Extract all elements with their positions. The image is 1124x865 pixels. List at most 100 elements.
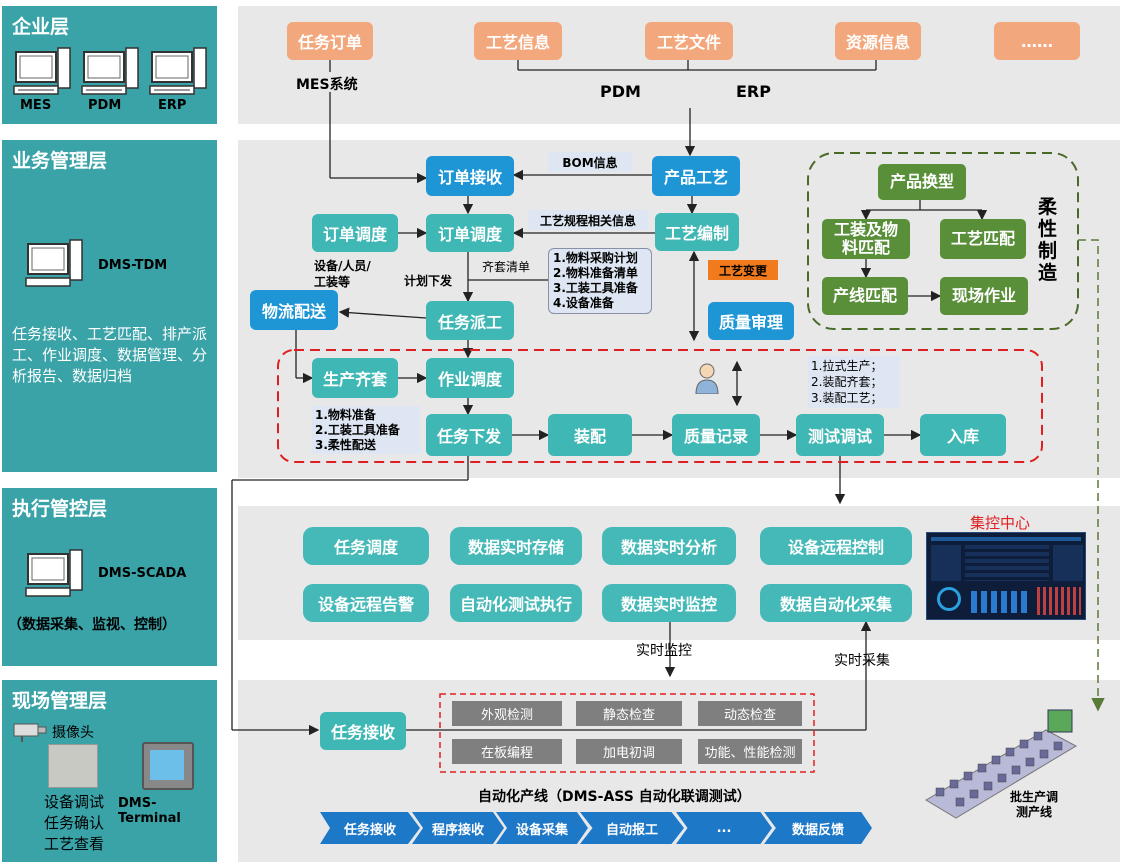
- check-appearance: 外观检测: [452, 701, 562, 726]
- computer-icon: [81, 47, 139, 95]
- order-dispatch-box: 订单调度: [426, 214, 514, 252]
- chevron-more: ...: [676, 812, 772, 844]
- line-match-box: 产线匹配: [822, 277, 908, 315]
- process-file-box: 工艺文件: [645, 22, 733, 60]
- enterprise-layer-title: 企业层: [12, 16, 70, 38]
- product-process-box: 产品工艺: [652, 156, 740, 196]
- flexible-title: 柔 性 制 造: [1038, 196, 1058, 284]
- computer-icon: [25, 239, 83, 287]
- exec-auto-collect: 数据自动化采集: [760, 584, 912, 622]
- scada-label: DMS-SCADA: [98, 566, 187, 581]
- logistics-box: 物流配送: [250, 290, 338, 330]
- pull-note: 1.拉式生产； 2.装配齐套； 3.装配工艺；: [808, 356, 900, 408]
- task-order-box: 任务订单: [287, 22, 373, 60]
- business-desc: 任务接收、工艺匹配、排产派工、作业调度、数据管理、分析报告、数据归档: [12, 325, 208, 385]
- more-box: ……: [994, 22, 1080, 60]
- product-change-box: 产品换型: [878, 164, 966, 200]
- business-layer-panel: 业务管理层 DMS-TDM 任务接收、工艺匹配、排产派工、作业调度、数据管理、分…: [2, 140, 217, 472]
- site-work-box: 现场作业: [940, 277, 1028, 315]
- terminal-label: DMS-Terminal: [118, 796, 181, 826]
- erp-pc: ERP: [148, 46, 208, 116]
- execution-layer-title: 执行管控层: [12, 498, 108, 520]
- flow-test-debug: 测试调试: [796, 414, 884, 456]
- chevron-data-feedback: 数据反馈: [764, 812, 872, 844]
- monitor-label: 实时监控: [636, 643, 692, 659]
- chevron-auto-report: 自动报工: [580, 812, 684, 844]
- mes-pc: MES: [12, 46, 72, 116]
- flow-task-issue: 任务下发: [426, 414, 512, 456]
- exec-remote-control: 设备远程控制: [760, 527, 912, 565]
- site-layer-title: 现场管理层: [12, 690, 108, 712]
- check-dynamic: 动态检查: [698, 701, 802, 726]
- order-receive-box: 订单接收: [426, 156, 514, 196]
- tooling-match-box: 工装及物 料匹配: [822, 219, 910, 259]
- line-title: 自动化产线（DMS-ASS 自动化联调测试）: [478, 789, 751, 805]
- pdm-pc-label: PDM: [88, 98, 122, 113]
- flow-quality-record: 质量记录: [672, 414, 760, 456]
- pdm-pc: PDM: [80, 46, 140, 116]
- process-info-box: 工艺信息: [474, 22, 562, 60]
- check-function: 功能、性能检测: [698, 739, 802, 764]
- process-edit-box: 工艺编制: [655, 213, 739, 251]
- collect-label: 实时采集: [834, 653, 890, 669]
- computer-icon: [25, 549, 83, 597]
- chevron-task-receive: 任务接收: [320, 812, 420, 844]
- business-layer-title: 业务管理层: [12, 150, 108, 172]
- quality-review-box: 质量审理: [708, 302, 794, 340]
- mes-system-label: MES系统: [296, 77, 358, 93]
- erp-pc-label: ERP: [158, 98, 187, 113]
- prod-kit-box: 生产齐套: [312, 358, 398, 398]
- check-onboard-program: 在板编程: [452, 739, 562, 764]
- plan-label: 计划下发: [404, 274, 453, 288]
- process-rule-note: 工艺规程相关信息: [528, 210, 648, 230]
- terminal-device: [142, 742, 194, 790]
- process-match-box: 工艺匹配: [940, 219, 1026, 259]
- resource-info-box: 资源信息: [835, 22, 921, 60]
- site-layer-panel: 现场管理层 摄像头 DMS-Terminal 设备调试 任务确认 工艺查看: [2, 680, 217, 862]
- site-desc: 设备调试 任务确认 工艺查看: [44, 793, 105, 853]
- control-center-screen: [926, 532, 1086, 620]
- scada-pc: [24, 548, 84, 603]
- order-dispatch-left-box: 订单调度: [312, 214, 398, 252]
- chevron-device-collect: 设备采集: [496, 812, 588, 844]
- resource-label: 设备/人员/ 工装等: [314, 259, 371, 289]
- exec-remote-alarm: 设备远程告警: [303, 584, 429, 622]
- process-change-tag: 工艺变更: [708, 260, 778, 280]
- exec-data-monitor: 数据实时监控: [602, 584, 736, 622]
- tdm-pc: [24, 238, 84, 293]
- enterprise-layer-panel: 企业层 MES PDM ERP: [2, 6, 217, 124]
- production-line-illustration: [925, 709, 1078, 819]
- exec-task-dispatch: 任务调度: [303, 527, 429, 565]
- work-dispatch-box: 作业调度: [426, 358, 514, 398]
- operator-icon: [695, 363, 719, 394]
- computer-icon: [13, 47, 71, 95]
- check-static: 静态检查: [576, 701, 682, 726]
- camera-label: 摄像头: [52, 725, 94, 741]
- execution-desc: （数据采集、监视、控制）: [8, 617, 176, 633]
- flow-assembly: 装配: [548, 414, 632, 456]
- bom-note: BOM信息: [548, 152, 632, 172]
- kit-label: 齐套清单: [482, 260, 531, 274]
- execution-layer-panel: 执行管控层 DMS-SCADA （数据采集、监视、控制）: [2, 488, 217, 666]
- mes-pc-label: MES: [20, 98, 52, 113]
- camera-icon: [13, 723, 47, 742]
- prep-note: 1.物料准备 2.工装工具准备 3.柔性配送: [312, 406, 420, 454]
- exec-data-analysis: 数据实时分析: [602, 527, 736, 565]
- exec-auto-test: 自动化测试执行: [450, 584, 582, 622]
- batch-line-label: 批生产调 测产线: [1010, 790, 1059, 819]
- tdm-label: DMS-TDM: [98, 258, 168, 273]
- plan-note: 1.物料采购计划 2.物料准备清单 3.工装工具准备 4.设备准备: [548, 248, 652, 314]
- flow-warehouse: 入库: [920, 414, 1006, 456]
- chevron-program-receive: 程序接收: [412, 812, 504, 844]
- exec-data-store: 数据实时存储: [450, 527, 582, 565]
- task-assign-box: 任务派工: [426, 301, 514, 340]
- operator-photo: [48, 744, 98, 788]
- computer-icon: [149, 47, 207, 95]
- erp-label: ERP: [736, 82, 771, 101]
- center-label: 集控中心: [970, 514, 1031, 532]
- site-task-receive: 任务接收: [320, 712, 406, 750]
- check-power-tune: 加电初调: [576, 739, 682, 764]
- pdm-label: PDM: [600, 82, 641, 101]
- tooling-match-label: 工装及物 料匹配: [833, 220, 898, 257]
